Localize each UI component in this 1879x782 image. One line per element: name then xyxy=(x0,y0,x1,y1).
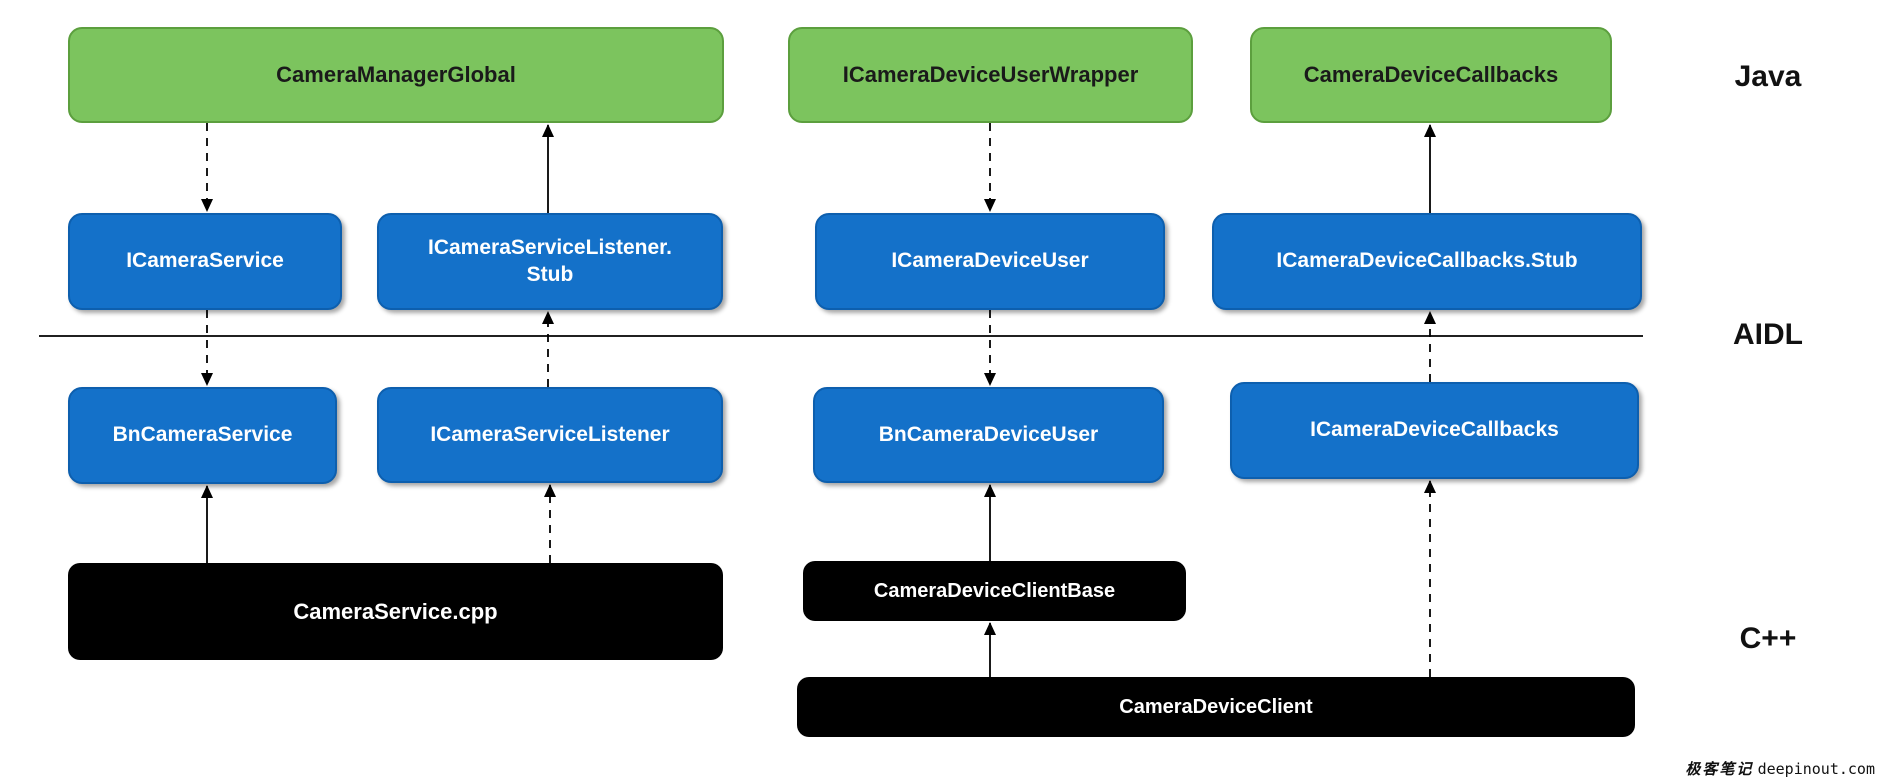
watermark-chinese: 极客笔记 xyxy=(1685,760,1754,778)
layer-label-cpp: C++ xyxy=(1739,622,1797,655)
node-icameraservicelistener-stub: ICameraServiceListener. Stub xyxy=(377,213,723,310)
node-icameradevicecallbacks-native: ICameraDeviceCallbacks xyxy=(1230,382,1639,479)
node-icameradeviceuserwrapper: ICameraDeviceUserWrapper xyxy=(788,27,1193,123)
node-icameraservicelistener: ICameraServiceListener xyxy=(377,387,723,483)
watermark: 极客笔记 deepinout.com xyxy=(1685,758,1875,779)
node-icameraservice: ICameraService xyxy=(68,213,342,310)
node-cameradeviceclient: CameraDeviceClient xyxy=(797,677,1635,737)
node-cameradevicecallbacks: CameraDeviceCallbacks xyxy=(1250,27,1612,123)
node-cameradeviceclientbase: CameraDeviceClientBase xyxy=(803,561,1186,621)
node-cameramanagerglobal: CameraManagerGlobal xyxy=(68,27,724,123)
node-bncameraservice: BnCameraService xyxy=(68,387,337,484)
node-icameradeviceuser: ICameraDeviceUser xyxy=(815,213,1165,310)
node-cameraservice-cpp: CameraService.cpp xyxy=(68,563,723,660)
node-label: ICameraServiceListener. Stub xyxy=(428,236,672,286)
layer-label-java: Java xyxy=(1734,60,1802,93)
watermark-domain: deepinout.com xyxy=(1757,760,1875,778)
layer-label-aidl: AIDL xyxy=(1733,318,1803,351)
node-bncameradeviceuser: BnCameraDeviceUser xyxy=(813,387,1164,483)
node-icameradevicecallbacks-stub: ICameraDeviceCallbacks.Stub xyxy=(1212,213,1642,310)
